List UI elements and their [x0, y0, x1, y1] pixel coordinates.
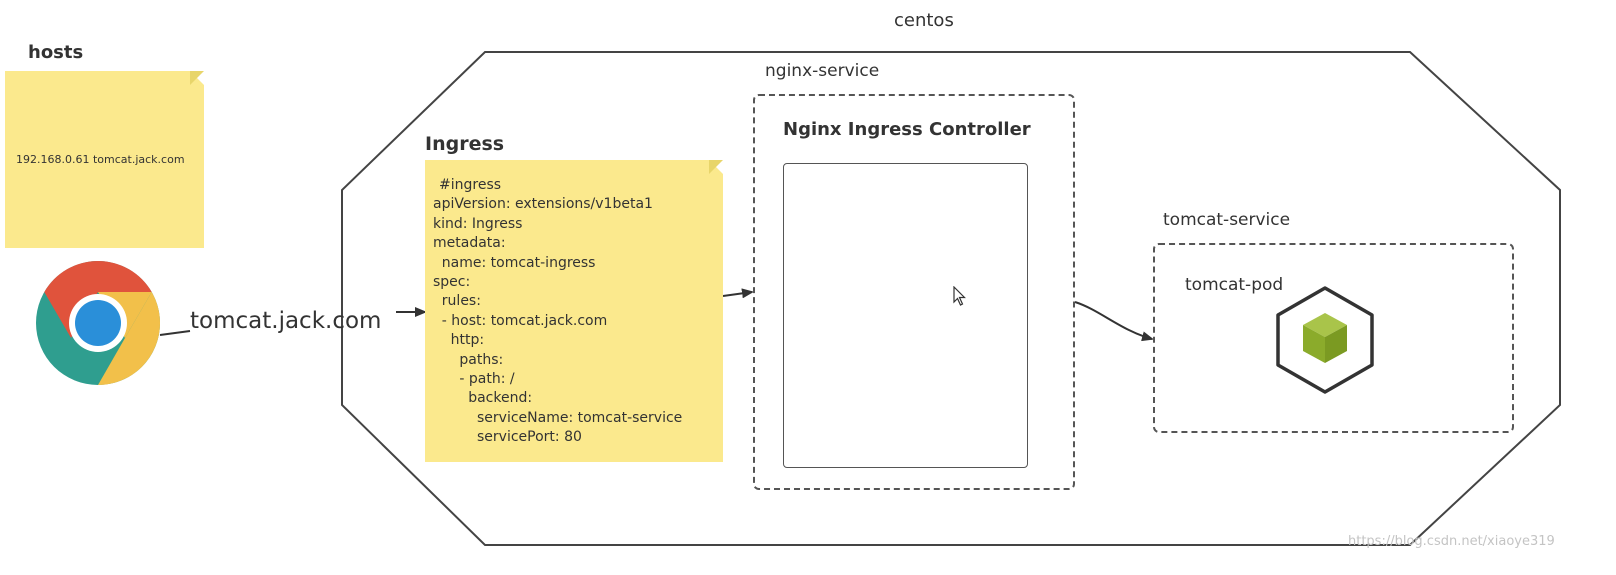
yaml-line: - host: tomcat.jack.com: [441, 312, 608, 329]
arrow-nginx-to-tomcat: [1074, 301, 1154, 342]
yaml-line: name: tomcat-ingress: [441, 254, 596, 271]
hosts-note-fold-shade: [190, 71, 204, 85]
watermark-url: https://blog.csdn.net/xiaoye319: [1348, 534, 1555, 549]
yaml-line: apiVersion: extensions/v1beta1: [433, 196, 653, 213]
nginx-controller-title: Nginx Ingress Controller: [783, 119, 1031, 140]
yaml-line: http:: [450, 332, 485, 349]
yaml-line: rules:: [441, 293, 481, 310]
chrome-icon[interactable]: [33, 258, 163, 388]
yaml-line: kind: Ingress: [433, 215, 523, 232]
arrow-ingress-to-nginx: [722, 288, 754, 299]
hosts-title: hosts: [28, 42, 84, 63]
nginx-service-box: [753, 94, 1075, 490]
yaml-line: spec:: [433, 274, 471, 290]
centos-label: centos: [894, 10, 954, 31]
cube-icon: [1276, 286, 1374, 394]
ingress-note-fold-shade: [709, 160, 723, 174]
tomcat-pod-label: tomcat-pod: [1185, 275, 1284, 295]
yaml-line: - path: /: [459, 371, 515, 387]
browser-to-label-line: [159, 330, 191, 336]
centos-boundary-octagon: [341, 51, 1561, 546]
yaml-line: metadata:: [433, 235, 506, 252]
yaml-line: servicePort: 80: [477, 429, 582, 446]
yaml-line: backend:: [468, 390, 533, 407]
hosts-note: 192.168.0.61 tomcat.jack.com: [5, 71, 204, 248]
mouse-cursor-icon: [953, 286, 966, 306]
yaml-line: paths:: [459, 351, 504, 368]
yaml-line: #ingress: [439, 177, 502, 193]
nginx-service-label: nginx-service: [765, 61, 880, 81]
ingress-title: Ingress: [425, 133, 505, 155]
ingress-yaml-note: #ingress apiVersion: extensions/v1beta1 ki…: [425, 160, 723, 462]
yaml-line: serviceName: tomcat-service: [477, 409, 683, 426]
tomcat-service-label: tomcat-service: [1163, 210, 1291, 230]
tomcat-service-box: [1153, 243, 1514, 433]
browser-url-label: tomcat.jack.com: [190, 308, 382, 334]
nginx-controller-box: [783, 163, 1028, 468]
hosts-entry: 192.168.0.61 tomcat.jack.com: [16, 153, 185, 166]
